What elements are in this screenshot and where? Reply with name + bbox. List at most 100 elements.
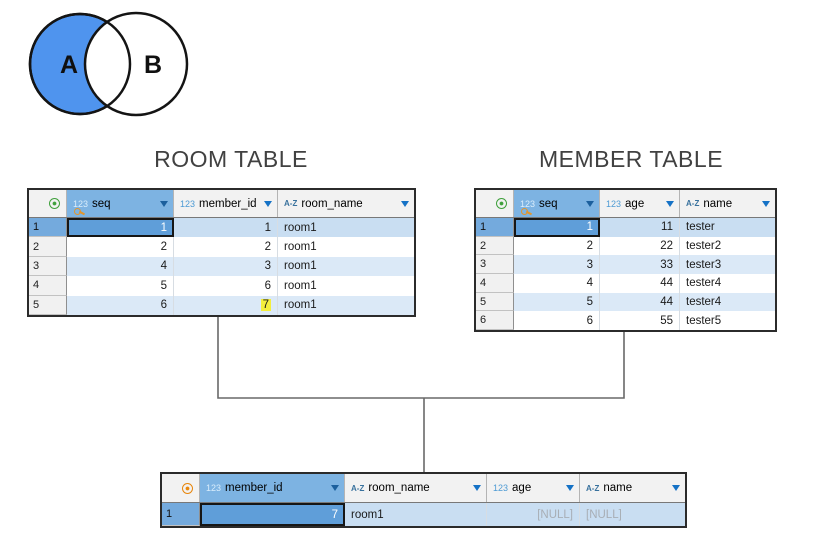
cell-room_name[interactable]: room1 — [278, 276, 414, 296]
filter-dropdown-arrow-icon[interactable] — [331, 485, 339, 491]
row-header[interactable]: 3 — [476, 255, 514, 275]
cell-member_id[interactable]: 1 — [174, 218, 278, 238]
cell-room_name[interactable]: room1 — [278, 237, 414, 257]
filter-dropdown-arrow-icon[interactable] — [401, 200, 409, 207]
filter-dropdown-arrow-icon[interactable] — [264, 200, 272, 207]
cell-age[interactable]: 44 — [600, 274, 680, 293]
cell-age[interactable]: [NULL] — [487, 503, 580, 526]
grid-corner-button[interactable] — [476, 190, 514, 217]
row-header[interactable]: 1 — [476, 218, 514, 237]
cell-seq[interactable]: 1 — [514, 218, 600, 237]
cell-room_name[interactable]: room1 — [345, 503, 487, 526]
cell-seq[interactable]: 6 — [514, 311, 600, 331]
column-name: name — [603, 482, 633, 494]
numeric-type-icon: 123 — [606, 198, 622, 209]
member-table-title: MEMBER TABLE — [538, 146, 724, 172]
cell-seq[interactable]: 5 — [514, 292, 600, 312]
cell-member_id[interactable]: 3 — [174, 256, 278, 277]
filter-dropdown-arrow-icon[interactable] — [473, 485, 481, 491]
filter-dropdown-arrow-icon[interactable] — [672, 485, 680, 491]
cell-room_name[interactable]: room1 — [278, 218, 414, 238]
room-table-title: ROOM TABLE — [154, 146, 308, 172]
row-header[interactable]: 2 — [29, 237, 67, 257]
cell-seq[interactable]: 2 — [67, 237, 174, 257]
row-header[interactable]: 1 — [162, 503, 200, 526]
venn-circle-a-outline — [28, 12, 132, 116]
null-value: [NULL] — [586, 508, 622, 521]
cell-name[interactable]: tester4 — [680, 274, 775, 293]
primary-key-icon — [74, 208, 81, 215]
cell-age[interactable]: 11 — [600, 218, 680, 237]
grid-corner-button[interactable] — [162, 474, 200, 502]
record-target-icon — [49, 198, 60, 209]
cell-name[interactable]: tester4 — [680, 292, 775, 312]
cell-seq[interactable]: 6 — [67, 295, 174, 315]
cell-age[interactable]: 44 — [600, 292, 680, 312]
row-header[interactable]: 5 — [29, 295, 67, 315]
highlighted-value: 7 — [260, 299, 271, 312]
text-type-icon: A-Z — [284, 199, 298, 208]
row-header[interactable]: 4 — [476, 274, 514, 293]
cell-seq[interactable]: 5 — [67, 276, 174, 296]
row-header[interactable]: 1 — [29, 218, 67, 238]
filter-dropdown-arrow-icon[interactable] — [566, 485, 574, 491]
cell-age[interactable]: 33 — [600, 255, 680, 275]
filter-dropdown-arrow-icon[interactable] — [586, 200, 594, 207]
text-type-icon: A-Z — [586, 483, 600, 493]
cell-seq[interactable]: 3 — [514, 255, 600, 275]
cell-seq[interactable]: 4 — [67, 256, 174, 277]
cell-name[interactable]: tester3 — [680, 255, 775, 275]
cell-member_id[interactable]: 2 — [174, 237, 278, 257]
cell-name[interactable]: tester2 — [680, 236, 775, 256]
cell-name[interactable]: tester — [680, 218, 775, 237]
cell-member_id[interactable]: 6 — [174, 276, 278, 296]
filter-dropdown-arrow-icon[interactable] — [762, 200, 770, 207]
cell-seq[interactable]: 2 — [514, 236, 600, 256]
column-name: member_id — [199, 197, 257, 210]
filter-dropdown-arrow-icon[interactable] — [160, 200, 168, 207]
cell-name[interactable]: tester5 — [680, 311, 775, 331]
row-header[interactable]: 2 — [476, 236, 514, 256]
numeric-type-icon: 123 — [520, 198, 536, 209]
cell-room_name[interactable]: room1 — [278, 256, 414, 277]
row-header[interactable]: 6 — [476, 311, 514, 331]
cell-room_name[interactable]: room1 — [278, 295, 414, 315]
text-type-icon: A-Z — [686, 199, 700, 208]
row-header[interactable]: 3 — [29, 256, 67, 277]
row-header[interactable]: 5 — [476, 292, 514, 312]
venn-circle-b — [83, 11, 189, 117]
grid-corner-button[interactable] — [29, 190, 67, 217]
cell-seq[interactable]: 4 — [514, 274, 600, 293]
cell-age[interactable]: 55 — [600, 311, 680, 331]
filter-dropdown-arrow-icon[interactable] — [666, 200, 674, 207]
cell-seq[interactable]: 1 — [67, 218, 174, 238]
cell-name[interactable]: [NULL] — [580, 503, 685, 526]
row-header[interactable]: 4 — [29, 276, 67, 296]
cell-age[interactable]: 22 — [600, 236, 680, 256]
column-name: room_name — [301, 197, 363, 210]
cell-member_id[interactable]: 7 — [200, 503, 345, 526]
join-connector-lines — [217, 313, 625, 472]
cell-member_id[interactable]: 7 — [174, 295, 278, 315]
